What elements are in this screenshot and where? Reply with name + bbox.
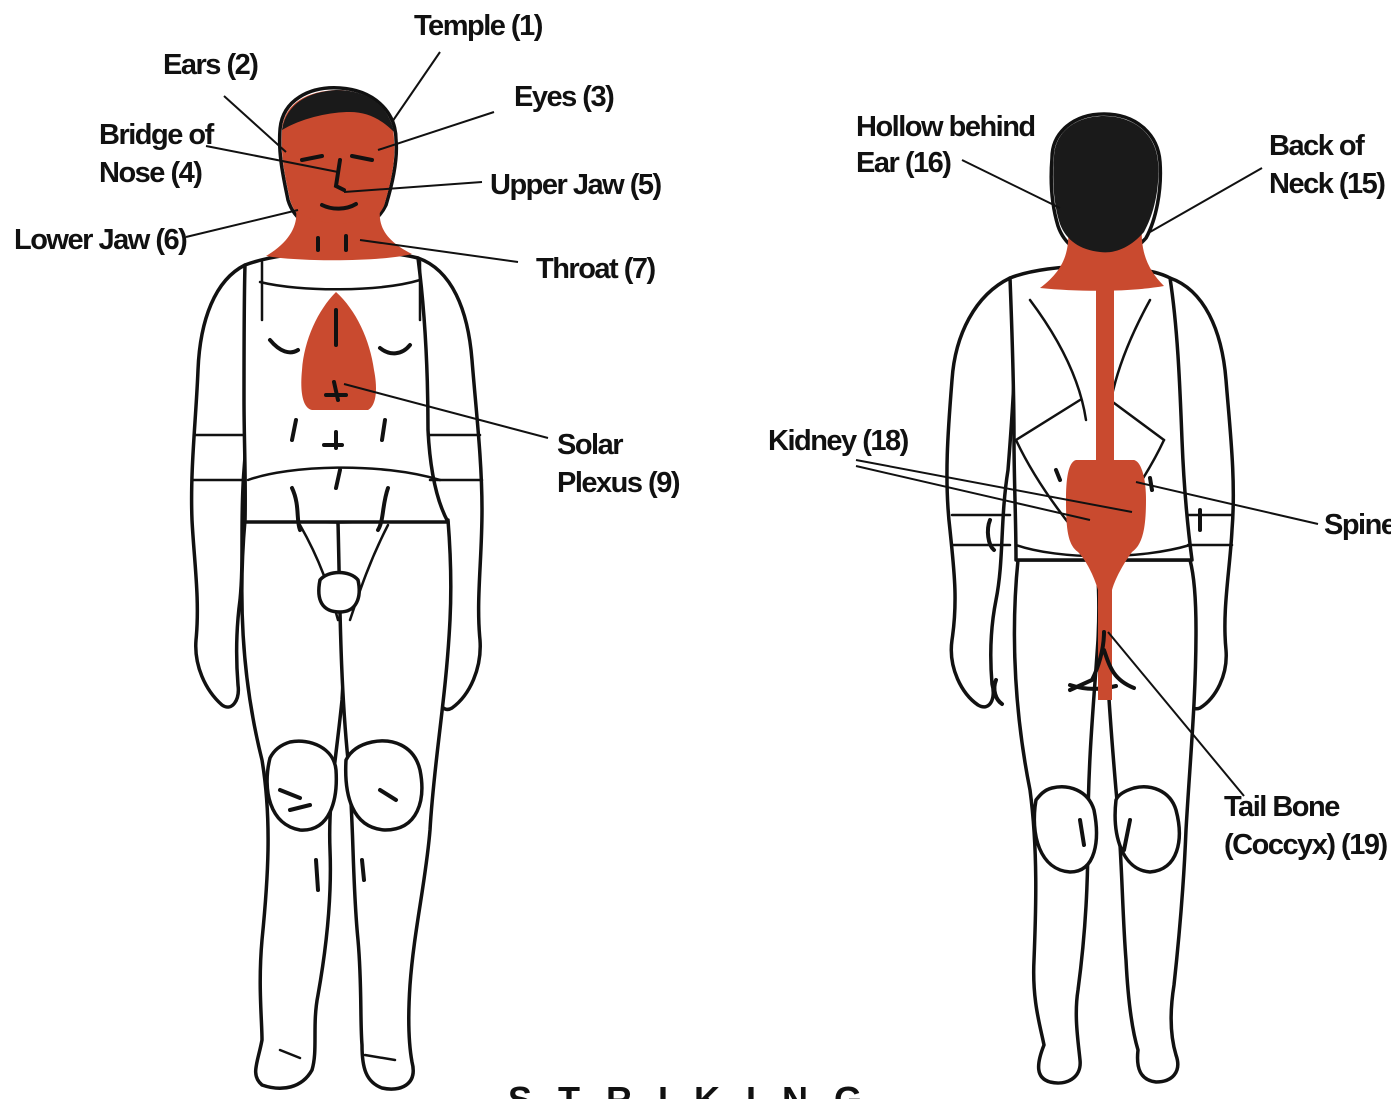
front-left-knee (267, 741, 336, 830)
footer-title: STRIKING (508, 1079, 888, 1099)
label-ears: Ears (2) (163, 49, 258, 81)
label-kidney: Kidney (18) (768, 425, 909, 457)
label-eyes: Eyes (3) (514, 81, 614, 113)
label-hollow-behind-ear-1: Hollow behind (856, 111, 1035, 143)
label-solar-plexus-1: Solar (557, 429, 623, 461)
label-bridge-of-nose-2: Nose (4) (99, 157, 202, 189)
back-left-calf (1034, 787, 1096, 872)
label-spine: Spine (1324, 509, 1391, 541)
label-temple: Temple (1) (414, 10, 543, 42)
label-lower-jaw: Lower Jaw (6) (14, 224, 187, 256)
label-tail-bone-2: (Coccyx) (19) (1224, 829, 1387, 861)
label-back-of-neck-2: Neck (15) (1269, 168, 1385, 200)
label-solar-plexus-2: Plexus (9) (557, 467, 680, 499)
label-throat: Throat (7) (536, 253, 656, 285)
label-back-of-neck-1: Back of (1269, 130, 1365, 162)
back-head-hair (1053, 116, 1158, 252)
front-right-knee (346, 741, 422, 830)
label-upper-jaw: Upper Jaw (5) (490, 169, 661, 201)
label-tail-bone-1: Tail Bone (1224, 791, 1340, 823)
label-bridge-of-nose-1: Bridge of (99, 119, 215, 151)
label-hollow-behind-ear-2: Ear (16) (856, 147, 951, 179)
back-left-arm (947, 278, 1016, 707)
